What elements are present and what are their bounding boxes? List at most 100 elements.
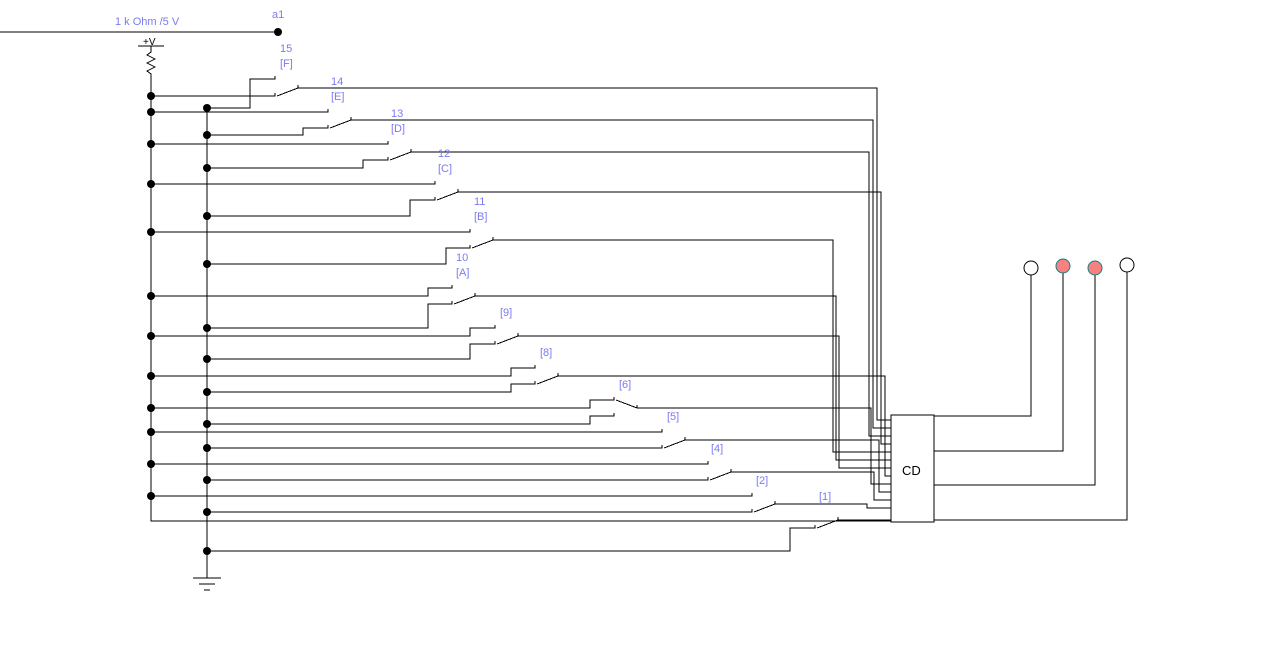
junction-dot xyxy=(147,372,155,380)
switch-number-label: 13 xyxy=(391,108,403,120)
junction-dot xyxy=(203,324,211,332)
switch-lever xyxy=(536,373,559,385)
junction-dot xyxy=(203,444,211,452)
switch-key-label[interactable]: [A] xyxy=(456,267,469,279)
switch-contact-wire xyxy=(207,197,436,217)
switch-output-wire xyxy=(493,239,891,453)
switch-contact-wire xyxy=(207,157,389,169)
switch-contact-wire xyxy=(151,109,329,113)
switch-key-label[interactable]: [6] xyxy=(619,379,631,391)
switch-lever xyxy=(329,117,352,129)
switch-output-wire xyxy=(518,335,891,469)
led-wire xyxy=(934,275,1096,486)
switch-number-label: 14 xyxy=(331,76,343,88)
junction-dot xyxy=(274,28,282,36)
switch-number-label: 10 xyxy=(456,252,468,264)
led-indicator xyxy=(1087,260,1103,276)
switch-contact-wire xyxy=(151,429,663,433)
junction-dot xyxy=(203,508,211,516)
switch-number-label: 11 xyxy=(474,196,485,208)
switch-lever xyxy=(453,293,476,305)
switch-lever xyxy=(436,189,459,201)
switch-contact-wire xyxy=(151,285,453,297)
switch-key-label[interactable]: [5] xyxy=(667,411,679,423)
switch-key-label[interactable]: [2] xyxy=(756,475,768,487)
supply-label: +V xyxy=(143,37,156,48)
switch-number-label: 12 xyxy=(438,148,450,160)
switch-contact-wire xyxy=(207,381,536,393)
switch-contact-wire xyxy=(207,301,453,329)
switch-key-label[interactable]: [8] xyxy=(540,347,552,359)
switch-contact-wire xyxy=(207,125,329,136)
switch-key-label[interactable]: [9] xyxy=(500,307,512,319)
led-wire xyxy=(934,272,1128,521)
junction-dot xyxy=(147,228,155,236)
switch-output-wire xyxy=(558,375,891,477)
switch-contact-wire xyxy=(207,509,753,513)
switch-lever xyxy=(471,237,494,249)
switch-number-label: 15 xyxy=(280,43,292,55)
pullup-resistor-rail xyxy=(145,46,891,522)
junction-dot xyxy=(203,547,211,555)
switch-output-wire xyxy=(475,295,891,461)
junction-dot xyxy=(203,260,211,268)
switch-lever xyxy=(389,149,412,161)
switch-lever xyxy=(615,399,638,409)
switch-output-wire xyxy=(351,119,891,429)
switch-feed-wire xyxy=(207,528,791,552)
junction-dot xyxy=(203,164,211,172)
switch-key-label[interactable]: [1] xyxy=(819,491,831,503)
switch-contact-wire xyxy=(207,245,471,265)
switch-key-label[interactable]: [C] xyxy=(438,163,452,175)
switch-output-wire xyxy=(298,87,891,421)
switch-contact-wire xyxy=(151,325,496,337)
switch-lever xyxy=(709,469,732,481)
switch-contact-wire xyxy=(151,397,615,409)
switch-contact-wire xyxy=(207,477,709,481)
switch-contact-wire xyxy=(207,445,663,449)
decoder-label: CD xyxy=(902,463,921,478)
switch-key-label[interactable]: [B] xyxy=(474,211,487,223)
switch-lever xyxy=(496,333,519,345)
junction-dot xyxy=(147,332,155,340)
switch-lever xyxy=(663,437,686,449)
switch-contact-wire xyxy=(151,461,709,465)
junction-dot xyxy=(147,108,155,116)
switch-output-wire xyxy=(411,151,891,437)
switch-key-label[interactable]: [4] xyxy=(711,443,723,455)
junction-dot xyxy=(203,212,211,220)
led-indicator xyxy=(1055,258,1071,274)
switch-key-label[interactable]: [D] xyxy=(391,123,405,135)
switch-contact-wire xyxy=(151,229,471,233)
switch-contact-wire xyxy=(151,181,436,185)
led-indicator xyxy=(1119,257,1135,273)
junction-dot xyxy=(203,476,211,484)
switch-contact-wire xyxy=(207,93,276,109)
switch-contact-wire xyxy=(207,525,816,552)
junction-dot xyxy=(203,388,211,396)
junction-dot xyxy=(203,104,211,112)
decoder-chip[interactable] xyxy=(890,414,935,523)
node-label: a1 xyxy=(272,9,284,21)
junction-dot xyxy=(147,460,155,468)
switch-contact-wire xyxy=(207,413,615,425)
junction-dot xyxy=(203,420,211,428)
junction-dot xyxy=(147,404,155,412)
source-label: 1 k Ohm /5 V xyxy=(115,16,180,28)
switch-lever xyxy=(816,517,839,529)
led-wire xyxy=(934,273,1064,452)
switch-contact-wire xyxy=(151,141,389,145)
junction-dot xyxy=(147,140,155,148)
switch-output-wire xyxy=(685,439,891,493)
switch-output-wire xyxy=(731,471,891,501)
switch-contact-wire xyxy=(151,76,276,97)
led-indicator xyxy=(1023,260,1039,276)
switch-output-wire xyxy=(775,503,891,509)
switch-key-label[interactable]: [E] xyxy=(331,91,344,103)
junction-dot xyxy=(203,131,211,139)
switch-contact-wire xyxy=(207,341,496,360)
junction-dot xyxy=(147,180,155,188)
switch-key-label[interactable]: [F] xyxy=(280,58,293,70)
led-wire xyxy=(934,275,1032,417)
